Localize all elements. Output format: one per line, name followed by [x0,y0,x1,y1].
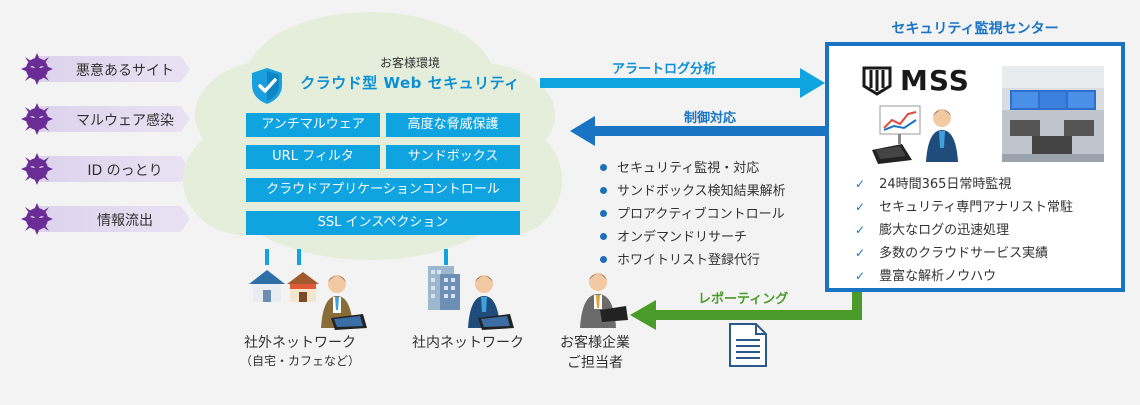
virus-icon [21,103,53,135]
virus-icon [21,153,53,185]
customer-person-icon [580,273,628,328]
mss-logo-icon [862,66,892,96]
external-network-icon [249,270,367,330]
soc-feature: ✓豊富な解析ノウハウ [855,269,997,284]
cloud-title: クラウド型 Web セキュリティ [300,74,520,92]
feature-cloud-app-control: クラウドアプリケーションコントロール [246,178,520,202]
feature-threat-protection: 高度な脅威保護 [386,113,520,137]
customer-label-1: お客様企業 [560,335,630,351]
report-document-icon [729,323,767,367]
feature-url-filter: URL フィルタ [246,145,380,169]
service-item: オンデマンドリサーチ [600,226,747,245]
soc-room-photo [1002,66,1104,162]
reporting-arrow [630,292,862,330]
mss-logo-text: MSS [900,64,970,97]
control-arrow [570,116,827,146]
threat-id-hijack: ID のっとり [20,153,190,185]
feature-antimalware: アンチマルウェア [246,113,380,137]
soc-feature: ✓膨大なログの迅速処理 [855,223,1010,238]
external-network-note: （自宅・カフェなど） [239,354,360,368]
service-item: プロアクティブコントロール [600,203,785,222]
soc-feature: ✓24時間365日常時監視 [855,177,1012,192]
virus-icon [21,203,53,235]
internal-network-icon [428,266,514,330]
check-icon: ✓ [855,223,866,237]
feature-sandbox: サンドボックス [386,145,520,169]
check-icon: ✓ [855,200,866,214]
cloud-subtitle: お客様環境 [379,56,440,70]
external-network-label: 社外ネットワーク [244,335,356,351]
check-icon: ✓ [855,246,866,260]
internal-network-label: 社内ネットワーク [412,335,524,351]
service-item: ホワイトリスト登録代行 [600,249,760,268]
analyst-icon [872,105,958,164]
soc-title: セキュリティ監視センター [891,21,1059,37]
connector-line [297,249,301,265]
shield-check-icon [252,68,282,104]
threat-label: 情報流出 [97,213,153,229]
reporting-label: レポーティング [698,292,789,307]
check-icon: ✓ [855,177,866,191]
service-item: サンドボックス検知結果解析 [600,180,786,199]
feature-ssl-inspection: SSL インスペクション [246,211,520,235]
threat-data-leak: 情報流出 [20,203,190,235]
connector-line [444,249,448,265]
threat-malware: マルウェア感染 [20,103,190,135]
virus-icon [21,53,53,85]
service-item: セキュリティ監視・対応 [600,157,759,176]
soc-feature: ✓多数のクラウドサービス実績 [855,246,1049,261]
alert-log-arrow [540,68,825,98]
customer-label-2: ご担当者 [567,355,623,371]
soc-feature: ✓セキュリティ専門アナリスト常駐 [855,200,1074,215]
check-icon: ✓ [855,269,866,283]
connector-line [265,249,269,265]
threat-label: マルウェア感染 [76,113,174,129]
alert-log-label: アラートログ分析 [612,62,717,77]
threat-label: ID のっとり [87,163,163,179]
threat-malicious-site: 悪意あるサイト [20,53,190,85]
threat-label: 悪意あるサイト [76,63,174,79]
control-label: 制御対応 [684,111,737,126]
